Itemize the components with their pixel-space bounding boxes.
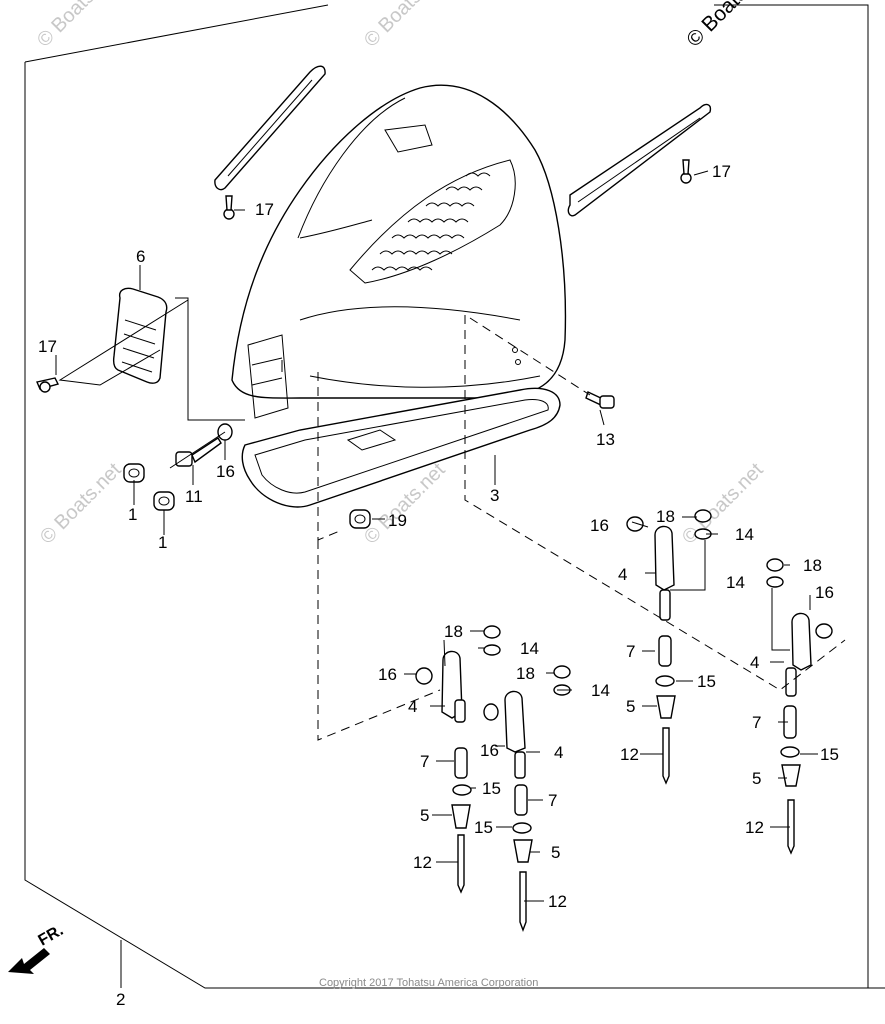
callout-label: 12 (413, 853, 432, 872)
callout-label: 16 (815, 583, 834, 602)
callout-label: 17 (255, 200, 274, 219)
callout-label: 14 (591, 681, 610, 700)
callout-label: 1 (128, 505, 137, 524)
top-cowl (231, 84, 567, 419)
corner-watermark: © Boats (682, 0, 751, 52)
callout-label: 5 (626, 697, 635, 716)
callout-label: 16 (590, 516, 609, 535)
screw (223, 195, 235, 220)
callout-label: 12 (745, 818, 764, 837)
watermark-text: © Boats.net (36, 459, 126, 549)
callout-label: 13 (596, 430, 615, 449)
callout-label: 18 (516, 664, 535, 683)
callout-label: 14 (735, 525, 754, 544)
callout-label: 7 (548, 791, 557, 810)
callout-label: 5 (420, 806, 429, 825)
grommet (349, 509, 371, 529)
callout-label: 6 (136, 247, 145, 266)
cowl-seal (241, 387, 561, 508)
latch-assembly-b (483, 665, 571, 932)
callout-label: 5 (551, 843, 560, 862)
callout-labels: 6 17 17 17 16 11 1 1 3 13 19 16 18 14 4 … (38, 162, 839, 1009)
callout-label: 17 (38, 337, 57, 356)
callout-label: 4 (618, 565, 627, 584)
callout-label: 16 (216, 462, 235, 481)
leader-lines (55, 170, 818, 988)
latch-assembly-c (626, 509, 712, 785)
callout-label: 5 (752, 769, 761, 788)
callout-label: 4 (554, 743, 563, 762)
callout-label: 15 (697, 672, 716, 691)
left-trim (214, 65, 326, 191)
callout-label: 18 (656, 507, 675, 526)
callout-label: 19 (388, 511, 407, 530)
callout-label: 15 (820, 745, 839, 764)
callout-label: 14 (520, 639, 539, 658)
grommet (123, 463, 145, 483)
right-trim (567, 103, 712, 217)
guide-lines (317, 315, 846, 741)
callout-label: 7 (626, 642, 635, 661)
copyright-notice: Copyright 2017 Tohatsu America Corporati… (319, 977, 538, 989)
callout-label: 4 (408, 697, 417, 716)
assembly-frame (24, 4, 885, 989)
bolt (175, 437, 222, 467)
direction-label: FR. (36, 922, 67, 950)
latch-assembly-a (415, 625, 501, 894)
front-direction-arrow: FR. (8, 922, 66, 974)
callout-label: 17 (712, 162, 731, 181)
callout-label: 12 (620, 745, 639, 764)
callout-label: 18 (444, 622, 463, 641)
callout-label: 12 (548, 892, 567, 911)
callout-label: 7 (752, 713, 761, 732)
watermark-text: © Boats.net (678, 459, 768, 549)
air-duct-cover (112, 287, 168, 384)
callout-label: 3 (490, 486, 499, 505)
callout-label: 2 (116, 990, 125, 1009)
bolt (585, 391, 615, 409)
callout-label: 15 (482, 779, 501, 798)
callout-label: 7 (420, 752, 429, 771)
callout-label: 16 (378, 665, 397, 684)
grommet (153, 491, 175, 511)
callout-label: 4 (750, 653, 759, 672)
callout-label: 1 (158, 533, 167, 552)
callout-label: 16 (480, 741, 499, 760)
screw (36, 377, 60, 393)
callout-label: 11 (185, 487, 203, 506)
callout-label: 15 (474, 818, 493, 837)
watermark-text: © Boats.net (33, 0, 123, 52)
callout-label: 14 (726, 573, 745, 592)
watermark-text: © Boats.net (360, 0, 450, 52)
screw (680, 159, 692, 184)
latch-assembly-d (766, 558, 833, 855)
callout-label: 18 (803, 556, 822, 575)
